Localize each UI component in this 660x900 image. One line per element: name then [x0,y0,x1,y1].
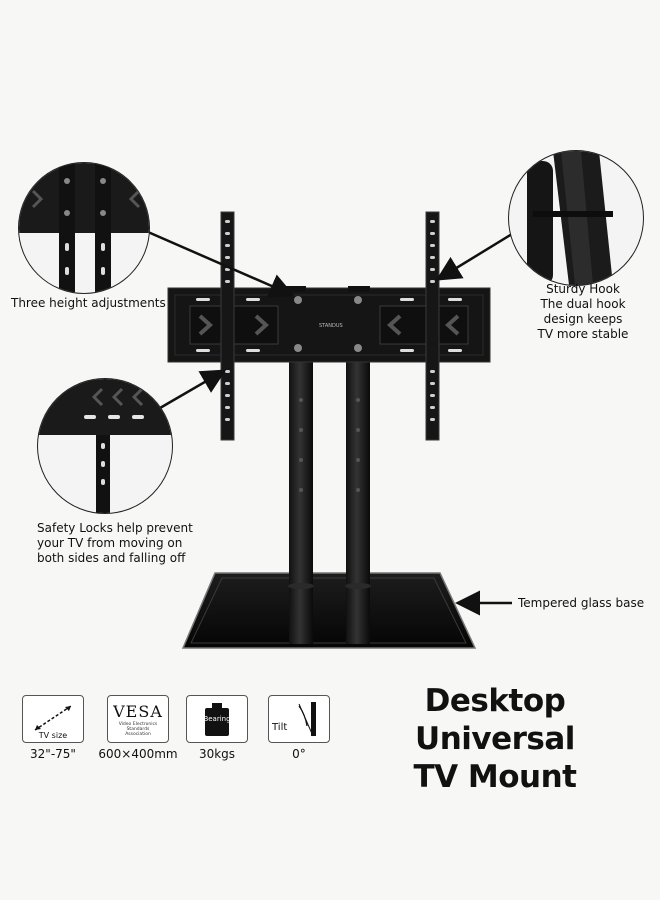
safety-lock-line: both sides and falling off [37,551,186,565]
sturdy-hook-label: Sturdy Hook The dual hook design keeps T… [528,282,638,342]
vesa-icon-subtext: Video Electronics Standards Association [118,722,158,737]
sturdy-hook-line: Sturdy Hook [546,282,620,296]
weight-icon: Bearing [186,695,248,743]
spec-bearing: Bearing 30kgs [186,695,248,761]
tilt-icon-text: Tilt [272,722,288,733]
tilt-icon: Tilt [268,695,330,743]
tv-size-icon: TV size [22,695,84,743]
height-adjustment-image [19,163,149,293]
tv-mount-illustration: STANDUS [147,211,513,649]
height-adjustment-detail [18,162,150,294]
vesa-icon-text: VESA [113,702,163,721]
safety-lock-image [38,379,172,513]
spec-value: 0° [292,747,306,761]
spec-value: 30kgs [198,747,236,761]
safety-lock-line: your TV from moving on [37,536,183,550]
glass-base-label: Tempered glass base [518,596,645,610]
tv-size-icon-text: TV size [38,731,68,740]
weight-icon-text: Bearing [203,715,231,723]
brand-label: STANDUS [319,323,343,329]
product-title-line: Desktop Universal [415,683,575,757]
spec-vesa: VESA Video Electronics Standards Associa… [98,695,178,761]
sturdy-hook-line: The dual hook [540,297,626,311]
spec-value: 32"-75" [30,747,76,761]
spec-value: 600×400mm [98,747,178,761]
safety-lock-line: Safety Locks help prevent [37,521,193,535]
product-title-line: TV Mount [413,759,577,795]
sturdy-hook-line: design keeps [543,312,623,326]
safety-lock-label: Safety Locks help prevent your TV from m… [37,521,193,566]
height-adjustment-label: Three height adjustments [11,296,166,310]
spec-tilt: Tilt 0° [268,695,330,761]
support-poles [288,362,371,644]
sturdy-hook-line: TV more stable [537,327,629,341]
spec-tv-size: TV size 32"-75" [22,695,84,761]
vesa-icon: VESA Video Electronics Standards Associa… [107,695,169,743]
sturdy-hook-detail [508,150,644,286]
sturdy-hook-image [527,151,613,285]
glass-base [181,572,477,649]
callout-arrows [147,230,513,616]
safety-lock-detail [37,378,173,514]
product-title: Desktop Universal TV Mount [345,682,645,796]
